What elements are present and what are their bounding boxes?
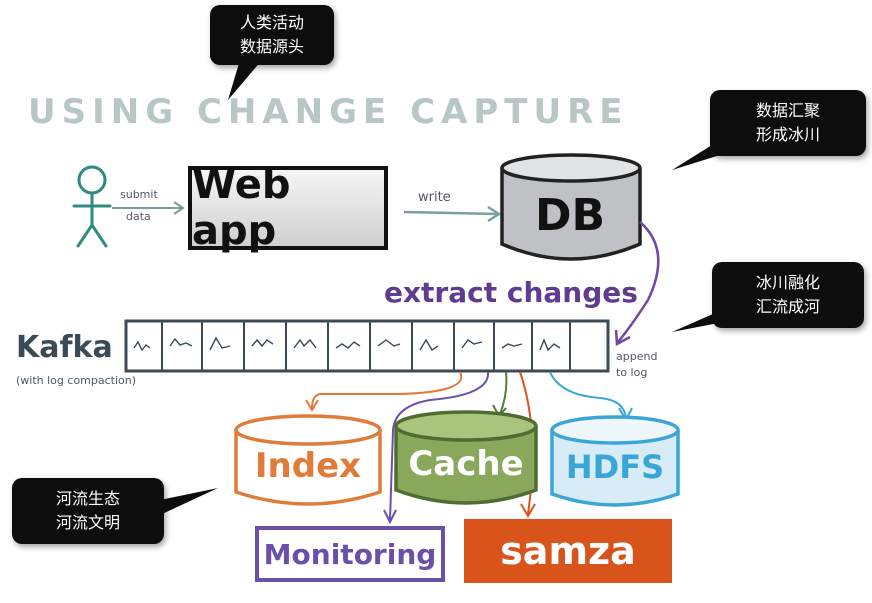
callout-line-1: 河流生态 [55, 489, 120, 508]
callout-line-1: 数据汇聚 [755, 101, 820, 120]
db-label: DB [534, 190, 606, 241]
monitoring-box: Monitoring [255, 526, 445, 582]
to-log-label: to log [616, 366, 648, 379]
hdfs-label: HDFS [565, 448, 665, 486]
write-label: write [418, 190, 451, 205]
callout-line-2: 河流文明 [55, 513, 120, 532]
callout-pointer [672, 310, 734, 332]
data-label: data [126, 210, 151, 223]
kafka-log [124, 319, 610, 373]
callout-line-2: 数据源头 [239, 37, 304, 56]
index-cylinder [234, 414, 382, 506]
cache-arrow [492, 371, 508, 418]
kafka-label: Kafka [16, 330, 113, 365]
callout-line-2: 汇流成河 [755, 297, 820, 316]
kafka-log-segments [161, 321, 571, 371]
callout-pointer [228, 60, 262, 100]
callout-pointer [160, 488, 218, 515]
cache-label: Cache [408, 444, 524, 484]
callout-glacier-melt: 冰川融化 汇流成河 [712, 262, 864, 328]
cache-cylinder [394, 410, 538, 505]
submit-arrow [112, 201, 185, 215]
callout-data-glacier: 数据汇聚 形成冰川 [710, 90, 866, 156]
index-arrow [305, 371, 463, 412]
append-label: append [616, 350, 658, 363]
callout-line-1: 人类活动 [239, 13, 304, 32]
callout-river-civilization: 河流生态 河流文明 [12, 478, 164, 544]
callout-human-activity: 人类活动 数据源头 [210, 5, 334, 65]
diagram-title: USING CHANGE CAPTURE [28, 92, 629, 132]
user-figure-icon [72, 165, 112, 248]
callout-pointer [672, 140, 736, 170]
callout-line-1: 冰川融化 [755, 273, 820, 292]
hdfs-arrow [549, 371, 633, 423]
db-cylinder [500, 153, 642, 261]
hdfs-cylinder [550, 415, 680, 507]
samza-box: samza [464, 519, 672, 583]
extract-changes-label: extract changes [384, 276, 638, 309]
extract-arrow [614, 221, 660, 347]
index-label: Index [254, 446, 362, 486]
monitoring-arrow [383, 371, 490, 525]
callout-line-2: 形成冰川 [755, 125, 820, 144]
kafka-log-scribbles [133, 336, 561, 352]
submit-label: submit [120, 188, 158, 201]
write-arrow [403, 205, 502, 223]
kafka-sublabel: (with log compaction) [16, 374, 137, 387]
web-app-box: Web app [188, 162, 388, 254]
